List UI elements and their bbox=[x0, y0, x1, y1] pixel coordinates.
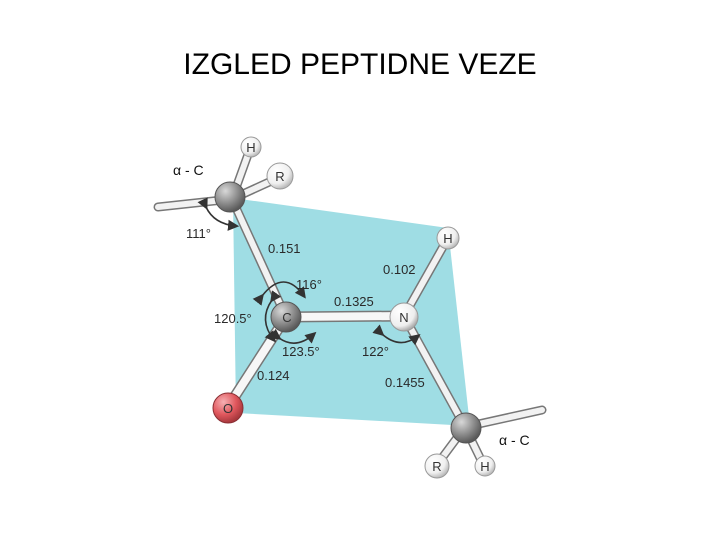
hydrogen-top-label: H bbox=[246, 140, 255, 155]
nitrogen-label: N bbox=[399, 310, 408, 325]
carbonyl-carbon-atom bbox=[270, 301, 302, 333]
arc-bottom-c bbox=[269, 328, 317, 344]
r-group-bottom-atom bbox=[424, 453, 450, 479]
angle-at-n: 122° bbox=[362, 344, 389, 359]
r-group-top-atom bbox=[266, 162, 294, 190]
alpha-carbon-right-label: α - C bbox=[499, 432, 530, 448]
nitrogen-atom bbox=[389, 302, 419, 332]
angle-left-c: 120.5° bbox=[214, 311, 252, 326]
bond-length-n-h: 0.102 bbox=[383, 262, 416, 277]
alpha-carbon-left-label: α - C bbox=[173, 162, 204, 178]
alpha-carbon-right-atom bbox=[450, 412, 482, 444]
hydrogen-top-atom bbox=[240, 136, 262, 158]
page-title: IZGLED PEPTIDNE VEZE bbox=[183, 48, 537, 81]
arc-at-n bbox=[372, 324, 421, 346]
hydrogen-nitrogen-label: H bbox=[443, 231, 452, 246]
bond-length-c-n: 0.1325 bbox=[334, 294, 374, 309]
carbonyl-carbon-label: C bbox=[282, 310, 291, 325]
bond-length-c-o: 0.124 bbox=[257, 368, 290, 383]
hydrogen-nitrogen-atom bbox=[436, 226, 460, 250]
angle-bottom-c: 123.5° bbox=[282, 344, 320, 359]
oxygen-atom bbox=[212, 392, 244, 424]
r-group-bottom-label: R bbox=[432, 459, 441, 474]
r-group-top-label: R bbox=[275, 169, 284, 184]
angle-arcs bbox=[197, 197, 421, 346]
hydrogen-bottom-label: H bbox=[480, 459, 489, 474]
angle-top-c: 116° bbox=[296, 277, 322, 292]
hydrogen-bottom-atom bbox=[474, 455, 496, 477]
bond-length-n-ca: 0.1455 bbox=[385, 375, 425, 390]
bond-length-ca-c: 0.151 bbox=[268, 241, 301, 256]
arc-alpha-left bbox=[197, 197, 240, 231]
angle-alpha-left: 111° bbox=[186, 226, 211, 241]
atoms: H R C N H O R H bbox=[212, 136, 496, 479]
oxygen-label: O bbox=[223, 401, 233, 416]
alpha-carbon-left-atom bbox=[214, 181, 246, 213]
